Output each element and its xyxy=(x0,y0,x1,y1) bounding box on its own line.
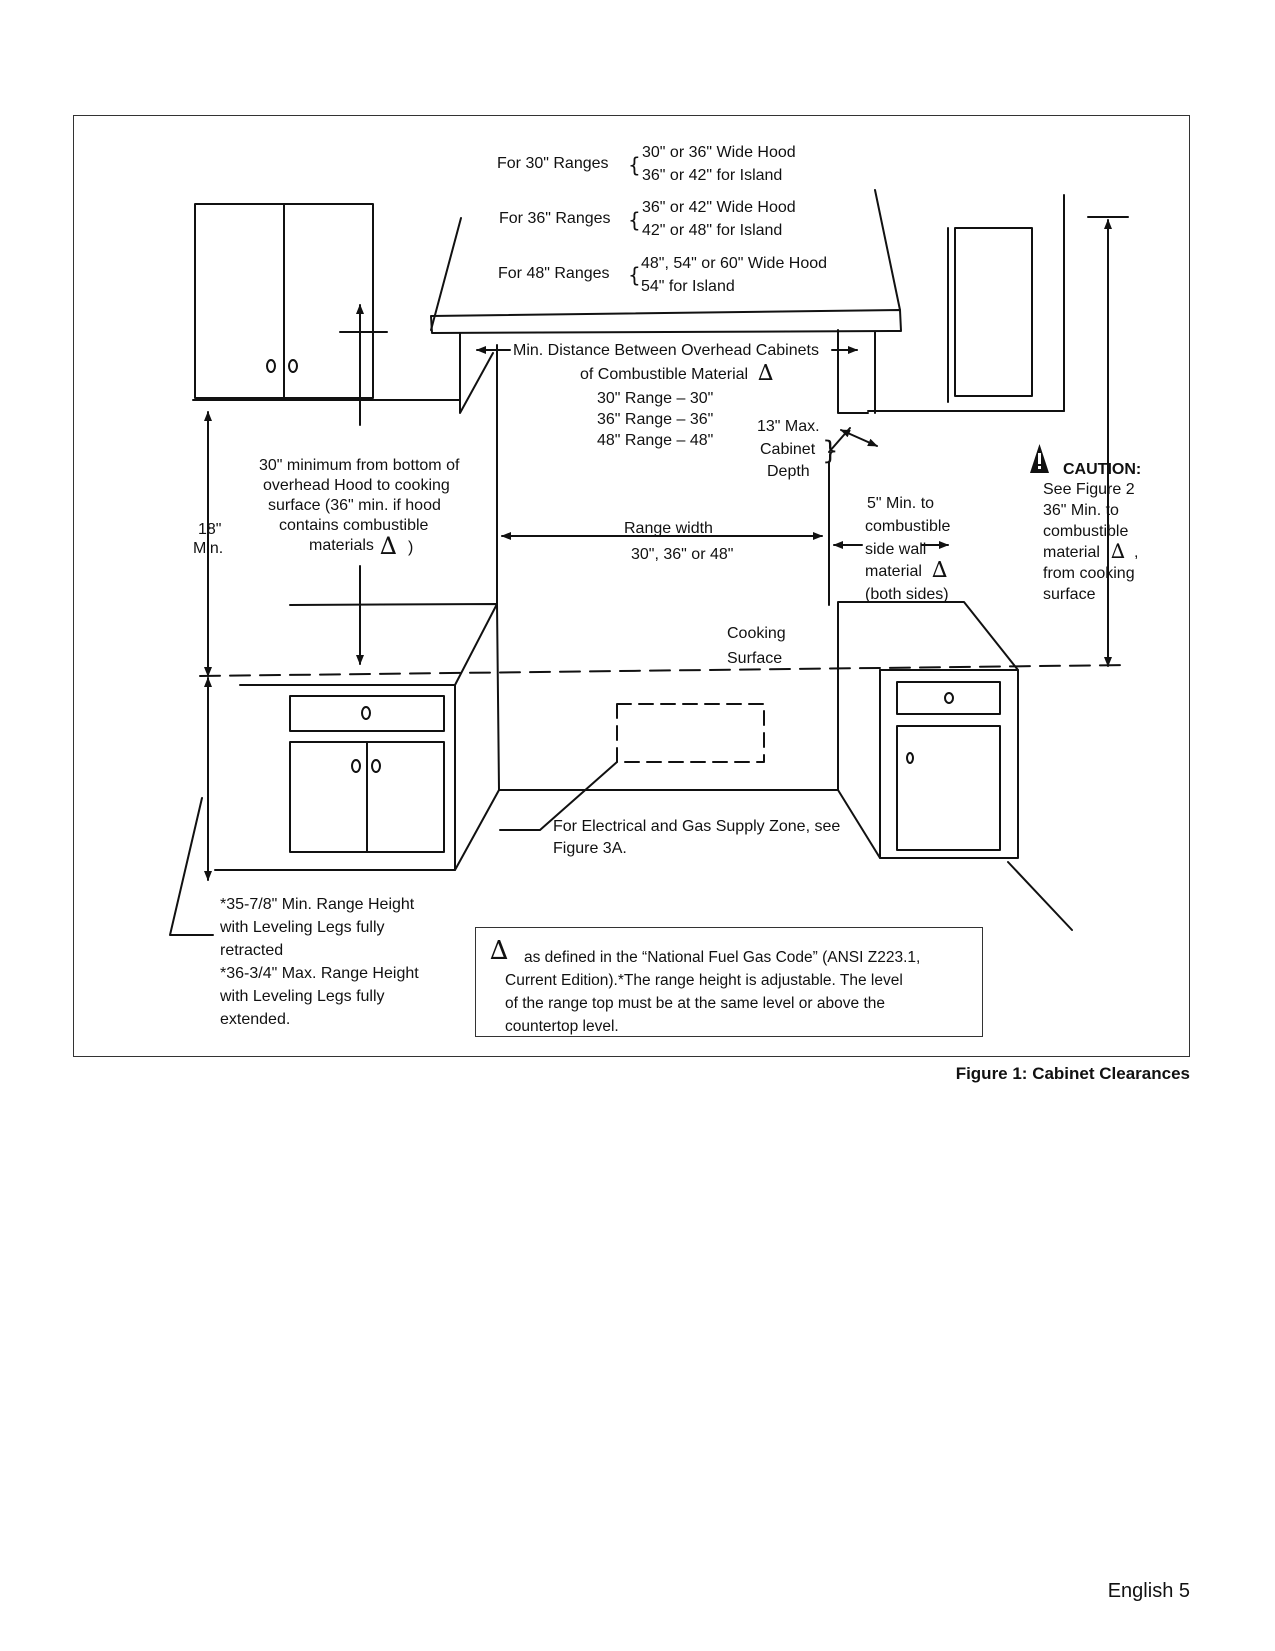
caution-line6: surface xyxy=(1043,586,1096,603)
note-line4: countertop level. xyxy=(505,1018,619,1035)
delta-icon: ∆ xyxy=(490,936,509,966)
supply-zone-line2: Figure 3A. xyxy=(553,840,627,857)
hood-clearance-line2: overhead Hood to cooking xyxy=(263,477,450,494)
hood-clearance-line4: contains combustible xyxy=(279,517,429,534)
cooking-surface-line1: Cooking xyxy=(727,625,786,642)
overhead-r48: 48" Range – 48" xyxy=(597,432,714,449)
range-height-line1: *35-7/8" Min. Range Height xyxy=(220,896,415,913)
hood-48-line1: 48", 54" or 60" Wide Hood xyxy=(641,255,828,272)
side-wall-line1: 5" Min. to xyxy=(867,495,935,512)
note-line3: of the range top must be at the same lev… xyxy=(505,995,885,1012)
upper-cabinet-height-line1: 18" xyxy=(198,521,222,538)
hood-36-line1: 36" or 42" Wide Hood xyxy=(642,199,796,216)
overhead-r30: 30" Range – 30" xyxy=(597,390,714,407)
caution-line2: 36" Min. to xyxy=(1043,502,1119,519)
cooking-surface-line2: Surface xyxy=(727,650,783,667)
overhead-r36: 36" Range – 36" xyxy=(597,411,714,428)
brace-icon: { xyxy=(628,263,641,287)
page-footer: English 5 xyxy=(1107,1580,1190,1602)
caution-line4: material xyxy=(1043,544,1100,561)
range-width-values: 30", 36" or 48" xyxy=(631,546,734,563)
delta-icon: ∆ xyxy=(1111,539,1125,563)
side-wall-line2: combustible xyxy=(865,518,951,535)
caution-line3: combustible xyxy=(1043,523,1129,540)
hood-clearance-line5: materials xyxy=(309,537,374,554)
hood-range-36: For 36" Ranges xyxy=(499,210,611,227)
upper-cabinet-height-line2: Min. xyxy=(193,540,224,557)
brace-icon: { xyxy=(628,153,641,177)
brace-icon: { xyxy=(628,208,641,232)
side-wall-line3: side wall xyxy=(865,541,927,558)
hood-48-line2: 54" for Island xyxy=(641,278,735,295)
figure-caption: Figure 1: Cabinet Clearances xyxy=(955,1064,1190,1083)
range-height-line3: retracted xyxy=(220,942,284,959)
cabinet-depth-line3: Depth xyxy=(767,463,810,480)
side-wall-line5: (both sides) xyxy=(865,586,949,603)
range-height-line6: extended. xyxy=(220,1011,291,1028)
hood-clearance-line3: surface (36" min. if hood xyxy=(268,497,441,514)
hood-36-line2: 42" or 48" for Island xyxy=(642,222,783,239)
hood-range-30: For 30" Ranges xyxy=(497,155,609,172)
supply-zone-line1: For Electrical and Gas Supply Zone, see xyxy=(553,818,841,835)
note-line2: Current Edition).*The range height is ad… xyxy=(505,972,903,989)
hood-range-48: For 48" Ranges xyxy=(498,265,610,282)
hood-30-line1: 30" or 36" Wide Hood xyxy=(642,144,796,161)
caution-line1: See Figure 2 xyxy=(1043,481,1135,498)
range-height-line2: with Leveling Legs fully xyxy=(220,919,385,936)
left-upper-cabinet xyxy=(192,203,461,401)
overhead-distance-line2: of Combustible Material xyxy=(580,366,749,383)
definition-note-box: ∆ as defined in the “National Fuel Gas C… xyxy=(475,927,983,1037)
delta-icon: ∆ xyxy=(932,558,948,583)
range-height-line5: with Leveling Legs fully xyxy=(220,988,385,1005)
caution-line4-tail: , xyxy=(1134,544,1139,561)
range-height-line4: *36-3/4" Max. Range Height xyxy=(220,965,419,982)
right-base-cabinet xyxy=(837,601,1073,931)
supply-zone-box xyxy=(616,703,765,763)
left-base-cabinet xyxy=(214,603,500,871)
warning-icon xyxy=(1030,444,1049,473)
overhead-distance-line1: Min. Distance Between Overhead Cabinets xyxy=(513,342,819,359)
range-hood xyxy=(430,189,902,414)
hood-clearance-close: ) xyxy=(408,539,414,556)
cabinet-depth-line1: 13" Max. xyxy=(757,418,820,435)
side-wall-line4: material xyxy=(865,563,922,580)
right-upper-cabinet xyxy=(867,194,1065,412)
cooking-surface-line xyxy=(199,664,1129,677)
figure-frame xyxy=(73,115,1190,1057)
hood-30-line2: 36" or 42" for Island xyxy=(642,167,783,184)
brace-icon: } xyxy=(822,436,839,466)
note-line1: as defined in the “National Fuel Gas Cod… xyxy=(524,949,921,966)
delta-icon: ∆ xyxy=(758,361,774,386)
cabinet-depth-line2: Cabinet xyxy=(760,441,816,458)
delta-icon: ∆ xyxy=(380,532,397,560)
caution-line5: from cooking xyxy=(1043,565,1135,582)
hood-clearance-line1: 30" minimum from bottom of xyxy=(259,457,460,474)
caution-title: CAUTION: xyxy=(1063,461,1142,478)
range-width-label: Range width xyxy=(624,520,713,537)
